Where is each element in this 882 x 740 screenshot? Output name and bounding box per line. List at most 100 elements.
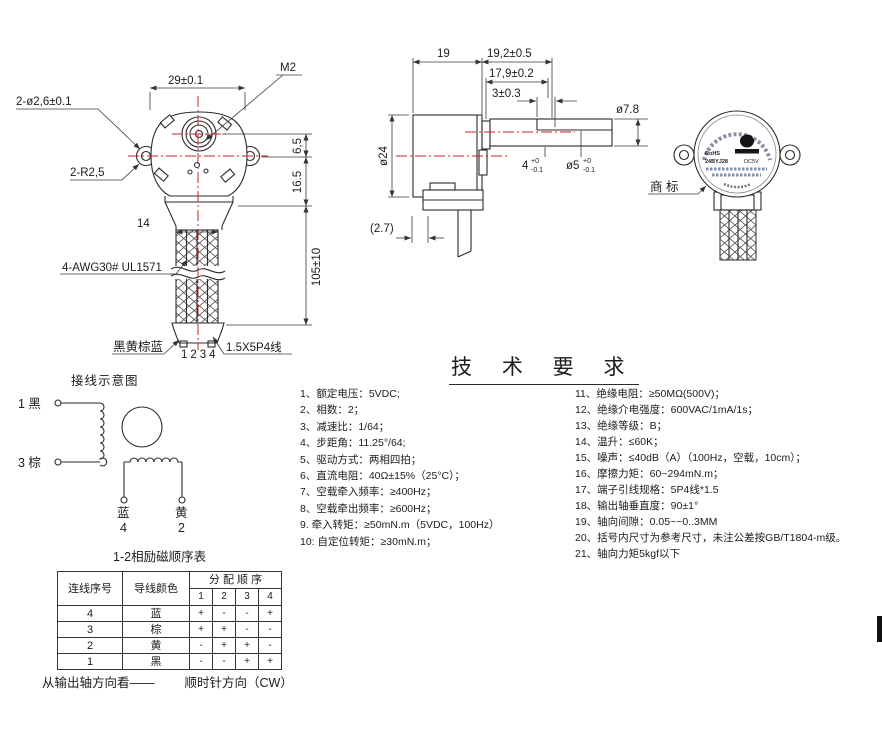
- tech-item: 9. 牵入转矩：≥50mN.m（5VDC，100Hz）: [300, 519, 500, 532]
- cell-step: -: [212, 653, 236, 670]
- table-row: 4 蓝 + - - +: [57, 605, 282, 622]
- cell-step: -: [258, 637, 282, 654]
- label-wire-spec: 4-AWG30# UL1571: [62, 262, 162, 274]
- tech-item: 11、绝缘电阻：≥50MΩ(500V)；: [575, 388, 725, 400]
- label-model: 24BYJ28: [705, 159, 728, 165]
- label-rohs: RoHS: [705, 151, 720, 157]
- tech-item: 4、步距角：11.25°/64;: [300, 437, 406, 450]
- dim-shaft-tol-dn: -0.1: [583, 167, 595, 174]
- excitation-sequence-table: 连线序号 导线颜色 分 配 顺 序 1 2 3 4 4 蓝 + - - + 3 …: [57, 571, 282, 670]
- cell-wire-color: 棕: [122, 621, 190, 638]
- dim-shaft-length: 17,9±0.2: [489, 68, 534, 80]
- label-wire-colors: 黑黄棕蓝: [113, 339, 163, 354]
- side-view: [396, 114, 613, 258]
- tech-item: 3、减速比：1/64；: [300, 420, 390, 433]
- cell-wire-color: 黄: [122, 637, 190, 654]
- col-header-wire-color: 导线颜色: [122, 571, 190, 606]
- cell-step: -: [235, 621, 259, 638]
- tech-item: 12、绝缘介电强度：600VAC/1mA/1s；: [575, 404, 759, 416]
- dim-bushing-dia: ø7.8: [616, 104, 639, 116]
- edge-mark: [877, 616, 882, 642]
- step-header: 3: [235, 588, 259, 606]
- tech-item: 20、括号内尺寸为参考尺寸，未注公差按GB/T1804-m级。: [575, 532, 847, 544]
- label-trademark: 商 标: [650, 179, 678, 194]
- cell-step: -: [212, 605, 236, 622]
- tech-item: 6、直流电阻：40Ω±15%（25°C）；: [300, 470, 465, 483]
- table-footer: 从输出轴方向看—— 顺时针方向（CW）: [42, 672, 293, 691]
- wiring-terminal-1: 1 黑: [18, 397, 41, 411]
- tech-item: 21、轴向力矩5kgf以下: [575, 548, 681, 560]
- col-header-sequence: 分 配 顺 序: [189, 571, 282, 589]
- tech-item: 10: 自定位转矩：≥30mN.m；: [300, 535, 437, 548]
- cell-step: -: [189, 653, 213, 670]
- table-row: 3 棕 + + - -: [57, 621, 282, 638]
- wiring-diagram: 接线示意图 1 黑 3 棕 蓝 4 黄 2: [18, 373, 188, 535]
- dim-shaft-dia: ø5: [566, 160, 579, 172]
- tech-requirements-title: 技 术 要 求: [449, 351, 639, 385]
- tech-item: 17、端子引线规格：5P4线*1.5: [575, 484, 719, 496]
- wiring-title: 接线示意图: [71, 373, 139, 388]
- front-view: [128, 96, 268, 350]
- tech-requirements-left-column: 1、额定电压：5VDC; 2、相数：2； 3、减速比：1/64； 4、步距角：1…: [300, 386, 499, 550]
- dim-shaft-tol-up: +0: [583, 158, 591, 165]
- table-row: 1 黑 - - + +: [57, 653, 282, 670]
- footer-rotation-direction: 顺时针方向（CW）: [184, 676, 293, 690]
- dim-body-depth: 19: [437, 48, 450, 60]
- cell-step: -: [189, 637, 213, 654]
- wiring-terminal-4: 4: [120, 521, 127, 535]
- dim-body-width: 29±0.1: [168, 75, 203, 87]
- dim-shaft-total: 19,2±0.5: [487, 48, 532, 60]
- cell-step: +: [235, 637, 259, 654]
- wiring-terminal-4-color: 蓝: [117, 506, 130, 520]
- cell-wire-no: 3: [57, 621, 123, 638]
- cell-wire-no: 2: [57, 637, 123, 654]
- tech-item: 2、相数：2；: [300, 404, 365, 417]
- cell-wire-color: 蓝: [122, 605, 190, 622]
- sequence-table-title: 1-2相励磁顺序表: [113, 550, 207, 564]
- cell-step: +: [258, 653, 282, 670]
- cell-step: +: [189, 605, 213, 622]
- side-view-dimensions: 19 19,2±0.5 17,9±0.2 3±0.3 ø7.8 ø24 (2.7…: [370, 48, 648, 243]
- footer-view-direction: 从输出轴方向看——: [42, 676, 155, 690]
- front-view-dimensions: 29±0.1 M2 2-ø2,6±0.1 2-R2,5 6,5 16.5 105…: [16, 62, 323, 361]
- tech-item: 5、驱动方式：两相四拍；: [300, 453, 422, 466]
- col-header-wire-no: 连线序号: [57, 571, 123, 606]
- photo-view: RoHS 24BYJ28 DC5V 商 标: [648, 110, 801, 261]
- label-voltage: DC5V: [744, 159, 759, 165]
- label-fillet-radius: 2-R2,5: [70, 167, 105, 179]
- step-header: 2: [212, 588, 236, 606]
- step-header: 4: [258, 588, 282, 606]
- step-header: 1: [189, 588, 213, 606]
- tech-item: 8、空载牵出频率：≥600Hz；: [300, 502, 437, 515]
- dim-flat-tol-dn: -0.1: [531, 167, 543, 174]
- label-pin-numbers: 1234: [181, 349, 219, 361]
- dim-flat-tol-up: +0: [531, 158, 539, 165]
- dim-ref-2-7: (2.7): [370, 223, 394, 235]
- cell-wire-color: 黑: [122, 653, 190, 670]
- tech-item: 1、额定电压：5VDC;: [300, 388, 400, 400]
- tech-item: 15、噪声：≤40dB（A）（100Hz，空载，10cm）；: [575, 452, 806, 464]
- tech-item: 16、摩擦力矩：60~294mN.m；: [575, 468, 724, 480]
- tech-item: 13、绝缘等级：B；: [575, 420, 668, 432]
- cell-step: +: [235, 653, 259, 670]
- label-mount-holes: 2-ø2,6±0.1: [16, 96, 72, 108]
- wiring-terminal-2: 2: [178, 521, 185, 535]
- wiring-terminal-2-color: 黄: [175, 506, 188, 520]
- tech-item: 18、输出轴垂直度：90±1°: [575, 500, 699, 512]
- label-connector-spec: 1.5X5P4线: [226, 340, 282, 354]
- tech-item: 14、温升：≤60K；: [575, 436, 664, 448]
- cell-step: +: [189, 621, 213, 638]
- dim-body-dia: ø24: [378, 145, 390, 165]
- cell-step: +: [258, 605, 282, 622]
- dim-flat-length: 3±0.3: [492, 88, 521, 100]
- dim-wire-length: 105±10: [311, 248, 323, 286]
- dim-wire-span: 14: [137, 218, 150, 230]
- tech-item: 7、空载牵入频率：≥400Hz；: [300, 486, 437, 499]
- tech-item: 19、轴向间隙：0.05~~0..3MM: [575, 516, 718, 528]
- wiring-terminal-3: 3 棕: [18, 455, 41, 470]
- dim-body-half: 16.5: [292, 171, 304, 193]
- cell-step: -: [258, 621, 282, 638]
- dim-shaft-offset: 6,5: [292, 138, 304, 154]
- tech-requirements-right-column: 11、绝缘电阻：≥50MΩ(500V)； 12、绝缘介电强度：600VAC/1m…: [575, 386, 846, 562]
